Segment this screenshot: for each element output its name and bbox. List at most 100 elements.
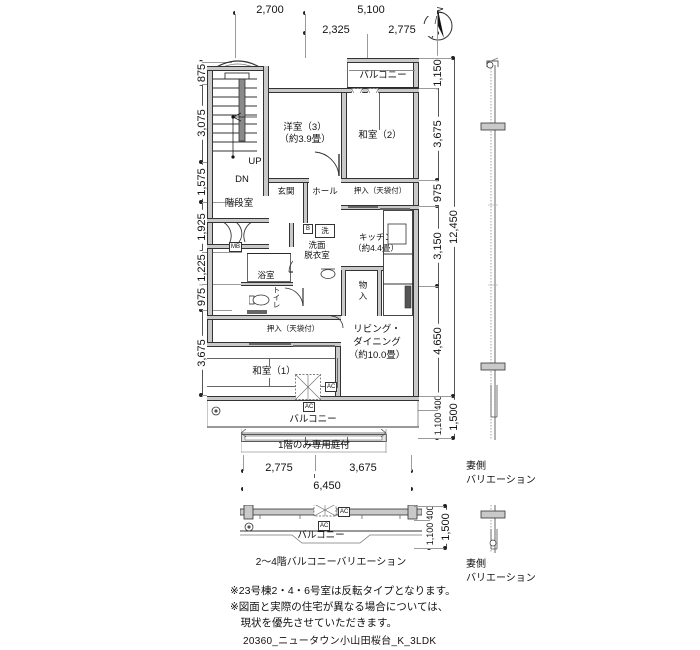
closet-south bbox=[245, 320, 341, 342]
stairwell-entry-doors bbox=[213, 219, 263, 244]
toilet-label-wrap: トイレ bbox=[271, 286, 281, 316]
room-label-western-3-size: （約3.9畳） bbox=[279, 134, 331, 145]
mb-meter-box-label: MB bbox=[229, 242, 242, 252]
dim-label: 1,100 bbox=[425, 519, 435, 549]
dim-label: 1,150 bbox=[432, 56, 444, 90]
room-western-3 bbox=[269, 93, 347, 178]
dim-right-975: 975 bbox=[432, 180, 444, 208]
dim-right-3150: 3,150 bbox=[432, 206, 444, 288]
dim-right-400: 400 bbox=[432, 392, 444, 414]
dim-label: 2,775 bbox=[262, 462, 296, 474]
dim-label: 5,100 bbox=[354, 4, 388, 16]
garden-slab bbox=[241, 429, 387, 442]
room-label-bath: 浴室 bbox=[257, 270, 275, 280]
gable-variation-drawing-top bbox=[478, 55, 508, 440]
wall-stairwell-east-upper bbox=[263, 66, 269, 166]
dim-top-5100: 5,100 bbox=[303, 4, 439, 20]
caption-gable-variation-top-1: 妻側 bbox=[466, 461, 486, 472]
dim-label: 3,675 bbox=[432, 117, 444, 151]
door-toilet bbox=[283, 286, 305, 308]
ac-marker-living-upper: AC bbox=[325, 382, 338, 392]
note-line-1: ※23号棟2・4・6号室は反転タイプとなります。 bbox=[230, 585, 456, 597]
electric-panel-label: B bbox=[305, 226, 310, 232]
dim-right-12450: 12,450 bbox=[448, 56, 460, 398]
compass-north-label: N bbox=[434, 6, 445, 14]
room-label-living-size: （約10.0畳） bbox=[348, 350, 406, 361]
room-label-balcony-variation: バルコニー bbox=[297, 530, 345, 541]
dim-variation-400: 400 bbox=[424, 502, 436, 524]
wall-toilet-north bbox=[241, 282, 293, 286]
room-label-storage-2: 入 bbox=[358, 291, 368, 301]
dim-label: 1,100 bbox=[433, 409, 443, 439]
ac-marker-variation-lower: AC bbox=[318, 521, 331, 531]
room-label-closet-north: 押入（天袋付） bbox=[353, 186, 407, 195]
stair-dn-marker: DN bbox=[235, 174, 249, 185]
staircase bbox=[213, 71, 263, 166]
dim-left-1225: 1,225 bbox=[196, 251, 208, 286]
wall-japanese1-east bbox=[335, 347, 341, 396]
dim-label: 975 bbox=[432, 180, 444, 206]
wall-stairwell-north bbox=[207, 66, 269, 71]
note-line-2: ※図面と実際の住宅が異なる場合については、 bbox=[230, 601, 449, 613]
dim-label: 2,775 bbox=[385, 24, 419, 36]
dim-label: 3,150 bbox=[432, 229, 444, 263]
room-bath bbox=[245, 249, 293, 285]
dim-bottom-total-6450: 6,450 bbox=[241, 480, 413, 496]
dim-label: 1,500 bbox=[448, 400, 460, 434]
room-label-balcony-south: バルコニー bbox=[289, 414, 337, 425]
wall-western3-east bbox=[341, 93, 347, 178]
window-hatch-south-living bbox=[295, 374, 321, 400]
dim-left-3075: 3,075 bbox=[196, 84, 208, 164]
kitchen-counter bbox=[383, 210, 413, 316]
private-garden-area bbox=[240, 428, 387, 453]
washer-position bbox=[315, 224, 335, 238]
dim-bottom-3675: 3,675 bbox=[315, 462, 413, 478]
wall-wetarea-south bbox=[207, 315, 341, 320]
wall-storage-north bbox=[341, 266, 383, 271]
wall-exterior-east bbox=[413, 58, 419, 396]
dim-top-2325: 2,325 bbox=[303, 24, 369, 40]
room-label-kitchen-size: （約4.4畳） bbox=[353, 243, 399, 253]
dim-right-1150: 1,150 bbox=[432, 56, 444, 90]
room-label-western-3: 洋室（3） bbox=[283, 122, 327, 133]
storage-closet bbox=[347, 270, 381, 316]
room-label-closet-south: 押入（天袋付） bbox=[266, 324, 320, 333]
room-label-living-2: ダイニング bbox=[353, 337, 401, 348]
dim-variation-1500: 1,500 bbox=[440, 504, 452, 550]
room-label-washroom-1: 洗面 bbox=[308, 240, 326, 250]
dim-left-1575: 1,575 bbox=[196, 162, 208, 204]
dim-variation-1100: 1,100 bbox=[424, 519, 436, 550]
dim-right-1100: 1,100 bbox=[432, 409, 444, 440]
door-swing-western3 bbox=[311, 150, 341, 178]
dim-label: 3,675 bbox=[346, 462, 380, 474]
closet-north bbox=[347, 183, 413, 205]
dim-label: 1,500 bbox=[440, 510, 452, 544]
wall-japanese2-south bbox=[341, 178, 419, 183]
gable-variation-drawing-bottom bbox=[478, 505, 508, 553]
door-living-entry bbox=[329, 315, 345, 330]
balcony-variation-drawing bbox=[239, 503, 423, 547]
disclaimer-notes: ※23号棟2・4・6号室は反転タイプとなります。 ※図面と実際の住宅が異なる場合… bbox=[230, 583, 530, 631]
wall-entrance-east bbox=[303, 183, 308, 244]
toilet-fixture bbox=[248, 292, 271, 308]
room-label-washroom-2: 脱衣室 bbox=[304, 250, 330, 260]
wall-storage-west bbox=[341, 270, 346, 316]
room-label-entrance: 玄関 bbox=[277, 186, 295, 196]
dim-left-3675: 3,675 bbox=[196, 310, 208, 397]
dim-left-875: 875 bbox=[196, 60, 208, 86]
dim-top-2775: 2,775 bbox=[367, 24, 439, 40]
drawing-id-label: 20360_ニュータウン小山田桜台_K_3LDK bbox=[243, 636, 437, 647]
dim-right-3675: 3,675 bbox=[432, 88, 444, 182]
note-line-3: 現状を優先させていただきます。 bbox=[230, 617, 397, 629]
caption-gable-variation-bottom-1: 妻側 bbox=[466, 559, 486, 570]
wall-washroom-west bbox=[289, 223, 294, 247]
room-label-kitchen: キッチン bbox=[358, 232, 393, 242]
caption-gable-variation-bottom-2: バリエーション bbox=[466, 573, 536, 584]
caption-balcony-variation: 2～4階バルコニーバリエーション bbox=[255, 557, 407, 568]
vanity-fixture bbox=[319, 266, 337, 279]
washer-label: 洗 bbox=[321, 226, 329, 235]
dim-label: 4,650 bbox=[432, 324, 444, 358]
room-label-storage-1: 物 bbox=[358, 280, 368, 290]
room-label-living-1: リビング・ bbox=[353, 324, 401, 335]
